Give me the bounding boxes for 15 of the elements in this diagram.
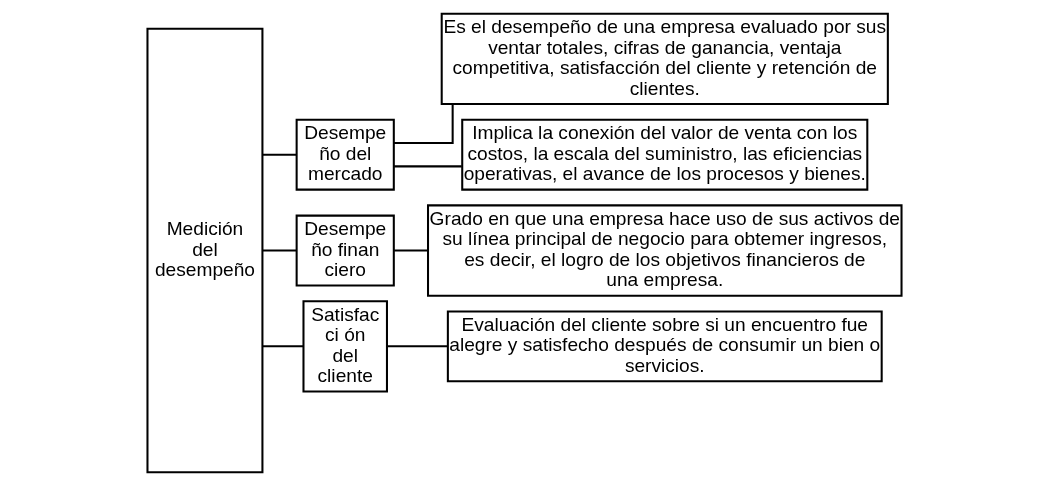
node-box: Es el desempeño de una empresa evaluado por sus ventar totales, cifras de ganancia, ventaja competitiva, satisfacción del cliente y retención de clientes. <box>440 12 889 106</box>
node-box: Grado en que una empresa hace uso de sus activos de su línea principal de negocio para obtemer ingresos, es decir, el logro de los objetivos financieros de una empresa. <box>426 204 903 297</box>
connector <box>262 249 296 252</box>
connector <box>262 153 296 156</box>
node-box: Desempe ño del mercado <box>295 118 395 191</box>
node-box: Desempe ño financiero <box>295 214 395 287</box>
connector <box>262 345 303 348</box>
node-box: Evaluación del cliente sobre si un encuentro fue alegre y satisfecho después de consumir un bien o servicios. <box>446 310 883 383</box>
connector <box>393 165 462 168</box>
connector <box>386 345 447 348</box>
connector <box>393 104 454 145</box>
node-box: Satisfacci ón del cliente <box>301 300 388 393</box>
node-box: Implica la conexión del valor de venta con los costos, la escala del suministro, las eficiencias operativas, el avance de los procesos y bienes. <box>460 118 868 191</box>
node-box: Medición del desempeño <box>145 27 263 474</box>
connector <box>393 249 428 252</box>
